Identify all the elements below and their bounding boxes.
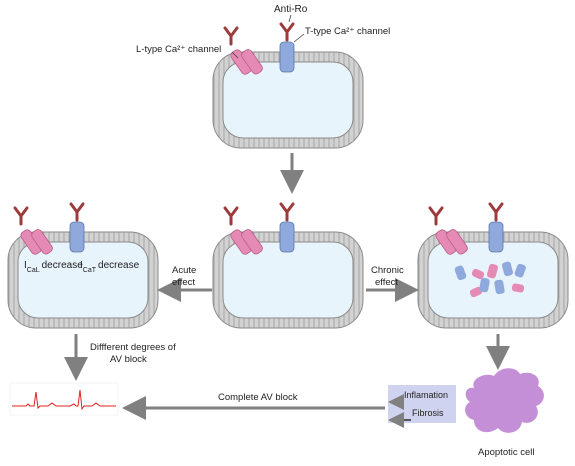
ecg-strip [9,382,119,416]
inflammation-label: Inflamation [404,390,448,400]
acute-label-2: effect [172,277,195,288]
left-antibody-t [69,202,85,222]
left-antibody-l [13,206,29,226]
degrees-label-2: AV block [110,354,147,365]
middle-antibody-l [223,206,239,226]
l-type-label: L-type Ca²⁺ channel [136,44,221,55]
apoptotic-cell [465,368,544,433]
degrees-label-1: Diffferent degrees of [90,342,176,353]
right-t-channel [488,221,504,253]
internalized-channels [454,261,526,298]
anti-ro-label: Anti-Ro [274,4,308,15]
right-antibody-t [488,202,504,222]
top-t-channel [279,41,295,73]
apoptotic-cell-label: Apoptotic cell [478,447,535,458]
fibrosis-label: Fibrosis [412,408,444,418]
t-type-label: T-type Ca²⁺ channel [305,26,390,37]
right-antibody-l [428,206,444,226]
chronic-label-2: effect [375,277,398,288]
middle-antibody-t [279,202,295,222]
complete-av-block-label: Complete AV block [218,392,298,403]
middle-t-channel [279,221,295,253]
acute-label-1: Acute [172,265,196,276]
chronic-label-1: Chronic [371,265,404,276]
left-t-channel [69,221,85,253]
top-antibody-l [223,26,239,46]
top-antibody-t [279,22,295,42]
